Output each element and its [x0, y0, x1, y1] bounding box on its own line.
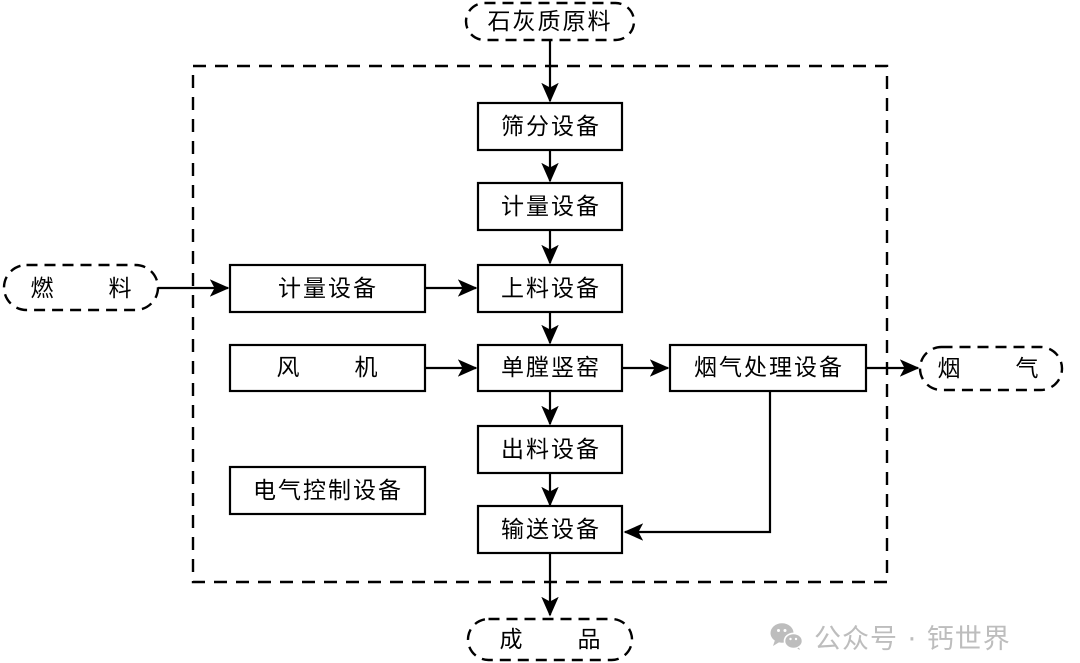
node-fan[interactable]: 风 机 — [228, 343, 427, 393]
node-fan-shape — [228, 343, 427, 393]
node-fuel[interactable]: 燃 料 — [2, 263, 160, 312]
watermark: 公众号 · 钙世界 — [770, 617, 1011, 656]
node-feeding-equipment-shape — [476, 263, 624, 314]
node-screening-equipment-label: 筛分设备 — [501, 114, 601, 140]
node-raw-material-label: 石灰质原料 — [488, 9, 613, 35]
node-metering-equipment-fuel-shape — [228, 263, 427, 314]
node-discharge-equipment-shape — [476, 424, 624, 475]
node-metering-equipment-fuel[interactable]: 计量设备 — [228, 263, 427, 314]
node-feeding-equipment-label: 上料设备 — [501, 276, 601, 302]
edge-fluegastreat-to-conveying — [623, 391, 772, 541]
node-discharge-equipment[interactable]: 出料设备 — [476, 424, 624, 475]
node-conveying-equipment-label: 输送设备 — [501, 517, 601, 543]
node-flue-gas[interactable]: 烟 气 — [918, 345, 1064, 392]
node-flue-gas-treatment-equipment-shape — [668, 343, 868, 393]
node-product[interactable]: 成 品 — [466, 617, 634, 662]
node-raw-material-shape — [464, 1, 636, 42]
node-electrical-control-equipment-shape — [228, 465, 427, 516]
node-metering-equipment-main[interactable]: 计量设备 — [476, 181, 624, 232]
wechat-icon — [770, 622, 804, 652]
node-discharge-equipment-label: 出料设备 — [501, 437, 601, 463]
node-metering-equipment-main-shape — [476, 181, 624, 232]
node-metering-equipment-fuel-label: 计量设备 — [278, 276, 378, 302]
node-raw-material[interactable]: 石灰质原料 — [464, 1, 636, 42]
node-screening-equipment[interactable]: 筛分设备 — [476, 101, 624, 152]
node-flue-gas-treatment-equipment-label: 烟气处理设备 — [694, 355, 844, 381]
node-flue-gas-label: 烟 气 — [938, 356, 1055, 382]
watermark-text: 公众号 · 钙世界 — [814, 624, 1011, 655]
node-electrical-control-equipment-label: 电气控制设备 — [253, 478, 403, 504]
node-fan-label: 风 机 — [277, 355, 394, 381]
connectors — [158, 40, 920, 617]
node-conveying-equipment-shape — [476, 504, 624, 555]
node-product-shape — [466, 617, 634, 662]
node-flue-gas-shape — [918, 345, 1064, 392]
node-single-chamber-shaft-kiln[interactable]: 单膛竖窑 — [476, 343, 624, 393]
node-electrical-control-equipment[interactable]: 电气控制设备 — [228, 465, 427, 516]
node-single-chamber-shaft-kiln-label: 单膛竖窑 — [501, 355, 601, 381]
node-conveying-equipment[interactable]: 输送设备 — [476, 504, 624, 555]
node-product-label: 成 品 — [500, 627, 617, 653]
node-fuel-shape — [2, 263, 160, 312]
node-fuel-label: 燃 料 — [31, 276, 148, 302]
node-feeding-equipment[interactable]: 上料设备 — [476, 263, 624, 314]
node-flue-gas-treatment-equipment[interactable]: 烟气处理设备 — [668, 343, 868, 393]
node-single-chamber-shaft-kiln-shape — [476, 343, 624, 393]
node-screening-equipment-shape — [476, 101, 624, 152]
node-metering-equipment-main-label: 计量设备 — [501, 194, 601, 220]
process-boundary — [191, 64, 889, 584]
